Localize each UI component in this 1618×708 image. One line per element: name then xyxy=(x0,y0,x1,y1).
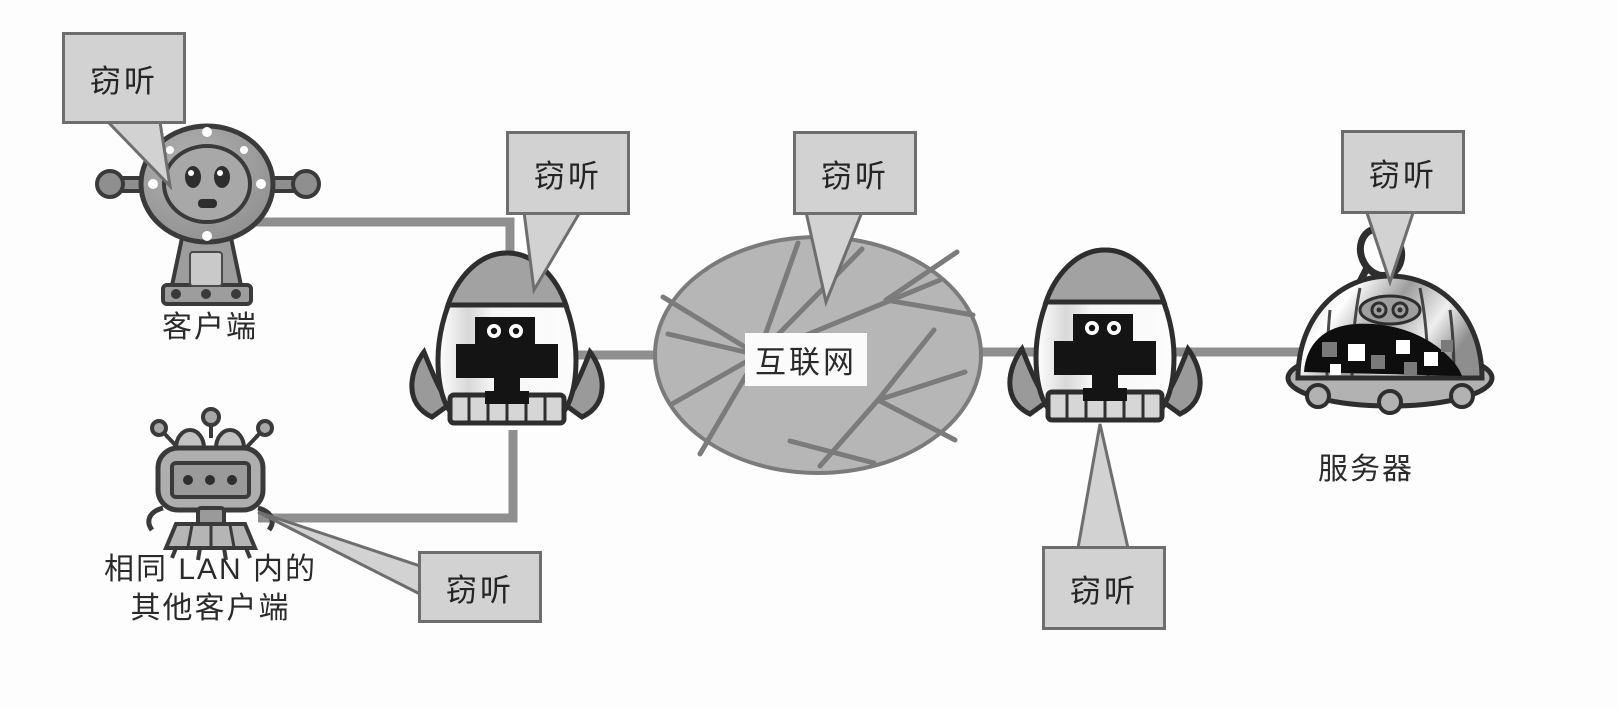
callout-label: 窃听 xyxy=(1369,157,1437,193)
callout-label: 窃听 xyxy=(534,158,602,194)
client-label: 客户端 xyxy=(162,311,258,344)
link-client-to-router xyxy=(238,217,515,262)
lan-robot-icon xyxy=(146,407,275,561)
callout-router-left: 窃听 xyxy=(506,131,630,215)
router-rocket-icon xyxy=(409,250,605,426)
callout-label: 窃听 xyxy=(446,572,514,608)
callout-server: 窃听 xyxy=(1341,130,1465,214)
callout-router-right: 窃听 xyxy=(1042,546,1166,630)
callout-label: 窃听 xyxy=(90,63,158,99)
router-rocket-icon xyxy=(1007,247,1203,423)
callout-label: 窃听 xyxy=(1070,573,1138,609)
callout-lan-client: 窃听 xyxy=(418,551,542,623)
internet-label: 互联网 xyxy=(745,333,867,386)
callout-tail-router-right xyxy=(1076,423,1130,550)
lan-client-label-line1: 相同 LAN 内的 xyxy=(104,553,318,586)
callout-internet: 窃听 xyxy=(793,131,917,215)
lan-client-label: 相同 LAN 内的 其他客户端 xyxy=(104,550,317,628)
client-robot-icon xyxy=(95,123,321,306)
callout-client: 窃听 xyxy=(62,32,186,124)
link-lan-to-router xyxy=(258,430,518,523)
callout-tails xyxy=(104,120,1417,597)
server-label: 服务器 xyxy=(1318,453,1414,486)
callout-label: 窃听 xyxy=(821,158,889,194)
server-dome-icon xyxy=(1285,225,1495,415)
lan-client-label-line2: 其他客户端 xyxy=(130,592,291,625)
